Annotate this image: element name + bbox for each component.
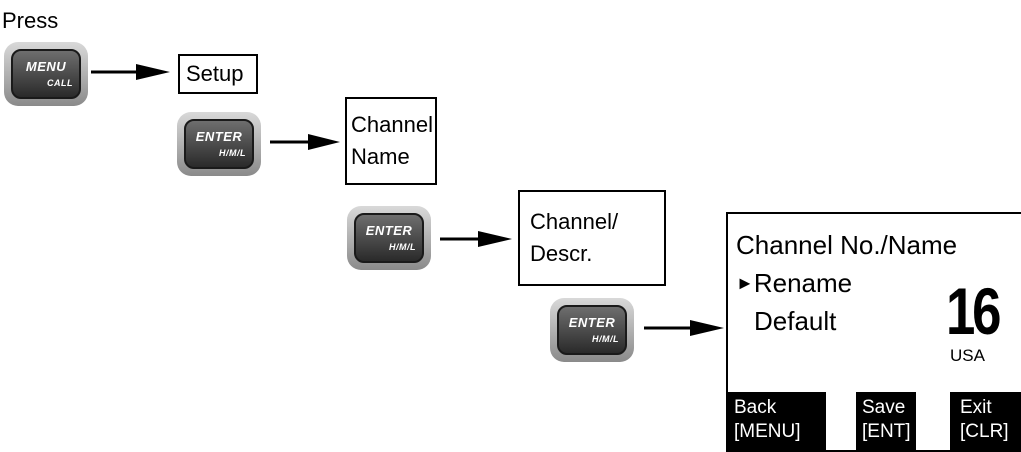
enter-key-1[interactable]: ENTER H/M/L (177, 112, 261, 176)
arrow-enter-to-channel-name (270, 134, 340, 150)
enter-key-3[interactable]: ENTER H/M/L (550, 298, 634, 362)
enter-key-2[interactable]: ENTER H/M/L (347, 206, 431, 270)
enter-key-face: ENTER H/M/L (354, 213, 424, 263)
hml-key-label: H/M/L (592, 334, 619, 344)
channel-name-line-1: Channel (351, 112, 433, 137)
screen-title: Channel No./Name (736, 230, 958, 260)
menu-option-rename[interactable]: ►Rename (736, 268, 852, 298)
softkey-exit-label: Exit (960, 397, 992, 418)
rename-label: Rename (753, 268, 853, 298)
channel-descr-box: Channel/ Descr. (518, 190, 666, 286)
channel-name-box: Channel Name (345, 97, 437, 185)
arrow-enter-to-screen (644, 320, 724, 336)
press-instruction: Press (2, 8, 59, 33)
softkey-back-label: Back (734, 397, 777, 418)
setup-label: Setup (186, 61, 244, 86)
softkey-save-key: [ENT] (862, 421, 911, 442)
hml-key-label: H/M/L (219, 148, 246, 158)
enter-key-face: ENTER H/M/L (184, 119, 254, 169)
softkey-back[interactable]: Back [MENU] (728, 392, 826, 450)
softkey-save[interactable]: Save [ENT] (856, 392, 916, 450)
menu-key-face: MENU CALL (11, 49, 81, 99)
arrow-enter-to-channel-descr (440, 231, 512, 247)
enter-key-label: ENTER (365, 223, 413, 238)
enter-key-face: ENTER H/M/L (557, 305, 627, 355)
default-label: Default (754, 306, 837, 336)
channel-number: 16 (946, 274, 1002, 348)
region-label: USA (950, 346, 985, 365)
menu-option-default[interactable]: Default (754, 306, 836, 336)
softkey-save-label: Save (862, 397, 906, 418)
enter-key-label: ENTER (195, 129, 243, 144)
channel-descr-line-2: Descr. (530, 241, 593, 266)
softkey-exit[interactable]: Exit [CLR] (950, 392, 1021, 450)
menu-call-key[interactable]: MENU CALL (4, 42, 88, 106)
menu-key-label: MENU (25, 59, 67, 74)
softkey-back-key: [MENU] (734, 421, 801, 442)
softkey-exit-key: [CLR] (960, 421, 1009, 442)
hml-key-label: H/M/L (389, 242, 416, 252)
radio-display-screen: Channel No./Name ►Rename Default 16 USA … (726, 212, 1021, 452)
enter-key-label: ENTER (568, 315, 616, 330)
channel-name-line-2: Name (351, 144, 410, 169)
channel-descr-line-1: Channel/ (530, 209, 619, 234)
call-key-label: CALL (47, 78, 73, 88)
arrow-menu-to-setup (91, 64, 170, 80)
selection-cursor-icon: ► (736, 273, 754, 293)
setup-box: Setup (178, 54, 258, 94)
